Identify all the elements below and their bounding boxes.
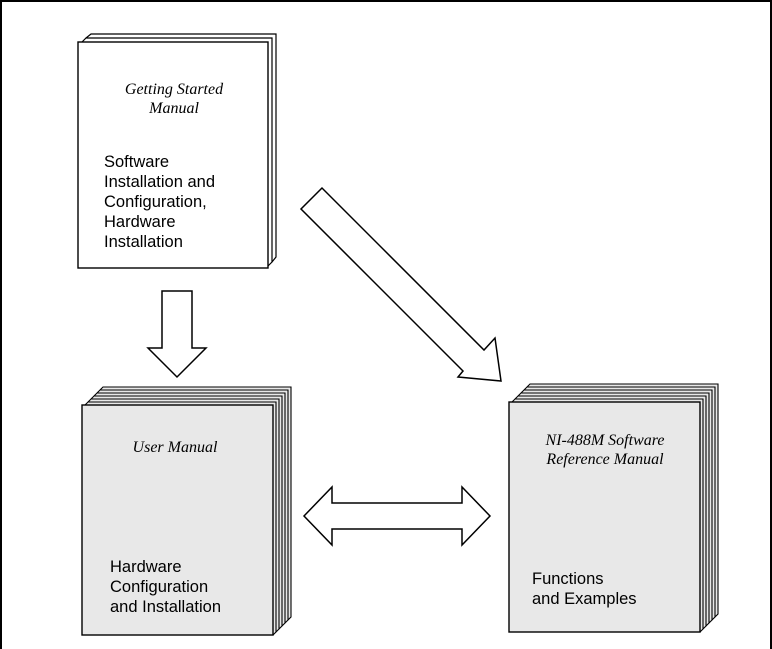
- user-manual-title: User Manual: [95, 438, 255, 457]
- user-manual-description: Hardware Configuration and Installation: [110, 557, 275, 617]
- getting-started-line: Installation and: [104, 173, 215, 191]
- reference-manual-title-line1: NI-488M Software: [545, 432, 665, 449]
- diagonal-arrow: [299, 186, 502, 382]
- getting-started-line: Installation: [104, 233, 183, 251]
- reference-manual-book: [508, 383, 719, 633]
- user-manual-book: [81, 386, 292, 636]
- reference-manual-line: Functions: [532, 570, 604, 588]
- getting-started-title: Getting Started Manual: [90, 80, 258, 118]
- reference-manual-line: and Examples: [532, 590, 637, 608]
- down-arrow: [146, 290, 208, 379]
- reference-manual-description: Functions and Examples: [532, 569, 692, 609]
- getting-started-line: Configuration,: [104, 193, 207, 211]
- getting-started-line: Software: [104, 153, 170, 171]
- reference-manual-title-line2: Reference Manual: [546, 451, 664, 468]
- user-manual-line: Configuration: [110, 578, 209, 596]
- user-manual-title-text: User Manual: [132, 439, 218, 456]
- getting-started-title-line1: Getting Started: [124, 81, 224, 98]
- getting-started-line: Hardware: [104, 213, 176, 231]
- getting-started-booklet: [77, 33, 277, 269]
- user-manual-line: Hardware: [110, 558, 182, 576]
- double-arrow: [302, 485, 492, 547]
- reference-manual-title: NI-488M Software Reference Manual: [515, 431, 695, 469]
- getting-started-title-line2: Manual: [149, 100, 199, 117]
- user-manual-line: and Installation: [110, 598, 221, 616]
- getting-started-description: Software Installation and Configuration,…: [104, 152, 269, 252]
